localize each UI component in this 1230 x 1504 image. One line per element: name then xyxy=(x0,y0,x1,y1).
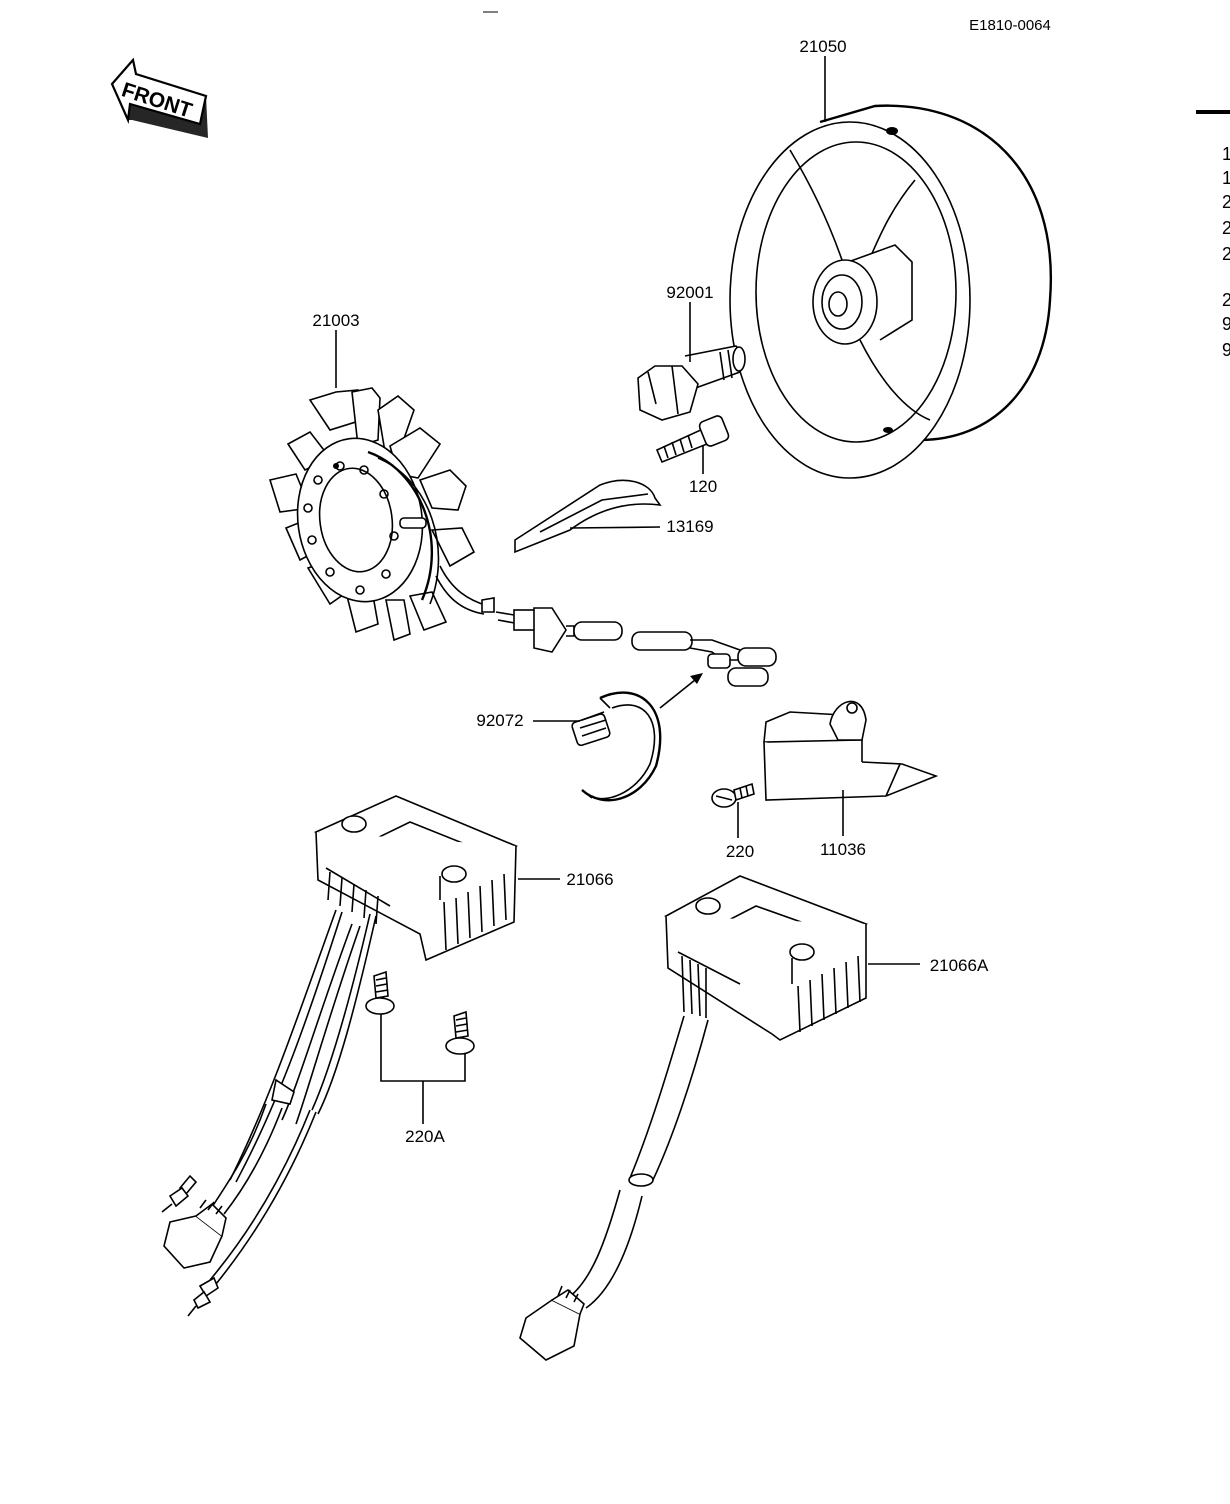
callout-92072: 92072 xyxy=(476,711,523,730)
bracket-11036 xyxy=(763,700,939,801)
band-92072 xyxy=(571,691,662,802)
pointer-arrow-icon xyxy=(659,673,703,709)
callout-21003: 21003 xyxy=(312,311,359,330)
plate-13169 xyxy=(514,479,662,554)
callout-21066a: 21066A xyxy=(930,956,989,975)
document-code: E1810-0064 xyxy=(969,17,1051,34)
regulator-21066 xyxy=(161,795,519,1317)
svg-text:2: 2 xyxy=(1222,218,1230,238)
stator-lead-connector xyxy=(495,607,777,687)
bolt-92001 xyxy=(637,345,746,421)
callout-21050: 21050 xyxy=(799,37,846,56)
svg-text:9: 9 xyxy=(1222,314,1230,334)
callout-21066: 21066 xyxy=(566,870,613,889)
callout-120: 120 xyxy=(689,477,717,496)
front-arrow-icon: FRONT xyxy=(110,57,208,138)
stator-21003 xyxy=(268,387,495,642)
callout-92001: 92001 xyxy=(666,283,713,302)
flywheel-rotor xyxy=(729,104,1053,479)
edge-fragments: 1 1 2 2 2 2 9 9 xyxy=(1222,144,1230,360)
svg-text:2: 2 xyxy=(1222,244,1230,264)
svg-text:1: 1 xyxy=(1222,168,1230,188)
leader-220a xyxy=(380,1014,466,1124)
svg-text:9: 9 xyxy=(1222,340,1230,360)
screw-220 xyxy=(711,782,755,808)
callout-13169: 13169 xyxy=(666,517,713,536)
screw-120 xyxy=(655,415,730,464)
callout-11036: 11036 xyxy=(820,840,866,859)
svg-text:2: 2 xyxy=(1222,290,1230,310)
svg-text:1: 1 xyxy=(1222,144,1230,164)
screws-220a xyxy=(365,970,475,1055)
leader-13169 xyxy=(569,526,661,529)
callout-220: 220 xyxy=(726,842,754,861)
callout-220a: 220A xyxy=(405,1127,445,1146)
svg-text:2: 2 xyxy=(1222,192,1230,212)
regulator-21066a xyxy=(519,875,869,1361)
